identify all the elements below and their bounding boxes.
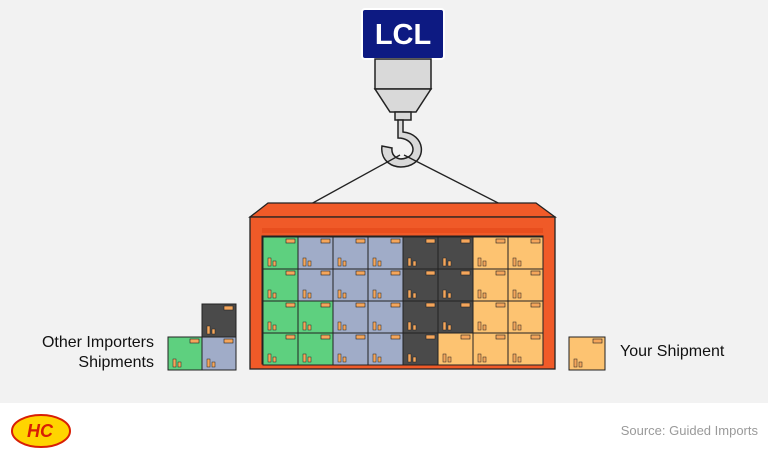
crane-hook-icon <box>381 119 423 168</box>
cargo-box <box>437 332 474 366</box>
rope-left <box>299 154 401 211</box>
cargo-box <box>402 332 439 366</box>
cargo-box <box>437 300 474 334</box>
cargo-box <box>402 300 439 334</box>
cargo-box <box>367 300 404 334</box>
cargo-box <box>472 300 509 334</box>
cargo-box <box>472 332 509 366</box>
cargo-box <box>367 236 404 270</box>
cargo-box <box>472 236 509 270</box>
diagram-canvas: LCL Other Importers Shipments Your Shipm… <box>0 0 768 403</box>
cargo-box <box>332 300 369 334</box>
label-other-importers: Other Importers Shipments <box>41 334 154 371</box>
cargo-box <box>262 268 299 302</box>
cargo-box <box>507 236 544 270</box>
container-cargo <box>262 236 544 366</box>
footer: HC Source: Guided Imports <box>0 403 768 458</box>
rope-right <box>403 154 513 211</box>
cargo-box <box>507 268 544 302</box>
cargo-box <box>367 332 404 366</box>
cargo-box <box>297 300 334 334</box>
cargo-box <box>332 236 369 270</box>
crane-block <box>373 58 433 121</box>
cargo-box <box>367 268 404 302</box>
cargo-box <box>507 332 544 366</box>
cargo-box <box>402 268 439 302</box>
cargo-box <box>201 303 237 338</box>
cargo-box <box>262 332 299 366</box>
lcl-diagram: LCL <box>167 8 606 371</box>
cargo-box <box>201 336 237 371</box>
cargo-box <box>297 236 334 270</box>
cargo-box <box>167 336 203 371</box>
your-shipment-box <box>568 336 606 371</box>
cargo-box <box>332 332 369 366</box>
cargo-box <box>262 300 299 334</box>
hc-logo-icon: HC <box>11 414 71 448</box>
cargo-box <box>332 268 369 302</box>
cargo-box <box>472 268 509 302</box>
shipping-container <box>248 202 557 370</box>
cargo-box <box>402 236 439 270</box>
cargo-box <box>262 236 299 270</box>
cargo-box <box>297 332 334 366</box>
cargo-box <box>507 300 544 334</box>
lcl-badge: LCL <box>361 8 445 60</box>
cargo-box <box>568 336 606 371</box>
cargo-box <box>437 268 474 302</box>
other-importers-stack <box>167 303 237 371</box>
logo-text: HC <box>27 421 54 441</box>
label-your-shipment: Your Shipment <box>620 343 725 360</box>
cargo-box <box>437 236 474 270</box>
source-credit: Source: Guided Imports <box>620 423 758 438</box>
cargo-box <box>297 268 334 302</box>
lcl-badge-text: LCL <box>375 19 431 51</box>
